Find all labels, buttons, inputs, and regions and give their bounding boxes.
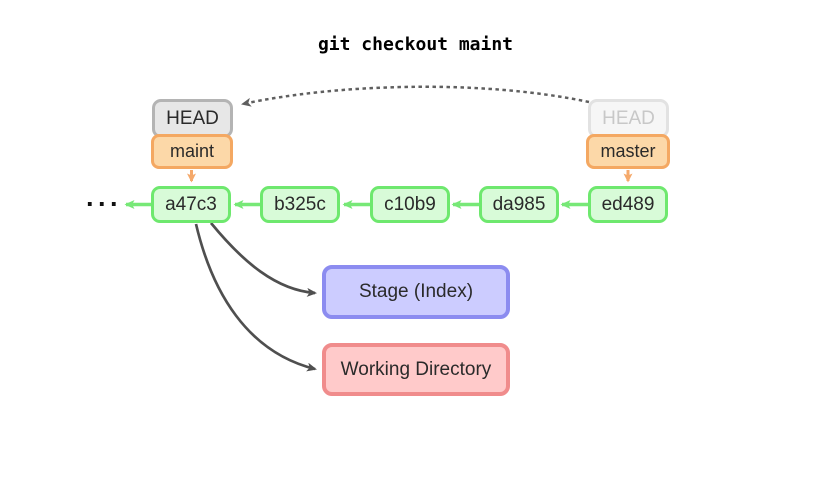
history-ellipsis: ··· (86, 189, 122, 219)
commit-box-c10b9: c10b9 (370, 186, 450, 223)
branch-label-master: master (586, 134, 670, 169)
arrow-a47c3-to-stage (209, 222, 317, 297)
commit-box-da985: da985 (479, 186, 559, 223)
diagram-title: git checkout maint (317, 34, 514, 55)
commit-box-a47c3: a47c3 (151, 186, 231, 223)
arrow-head-move-dotted (241, 85, 590, 107)
commit-box-b325c: b325c (260, 186, 340, 223)
branch-label-maint: maint (151, 134, 233, 169)
head-label-previous: HEAD (588, 99, 669, 138)
commit-box-ed489: ed489 (588, 186, 668, 223)
arrow-a47c3-to-working (194, 223, 317, 372)
stage-index-box: Stage (Index) (322, 265, 510, 319)
working-directory-box: Working Directory (322, 343, 510, 396)
head-label-current: HEAD (152, 99, 233, 138)
